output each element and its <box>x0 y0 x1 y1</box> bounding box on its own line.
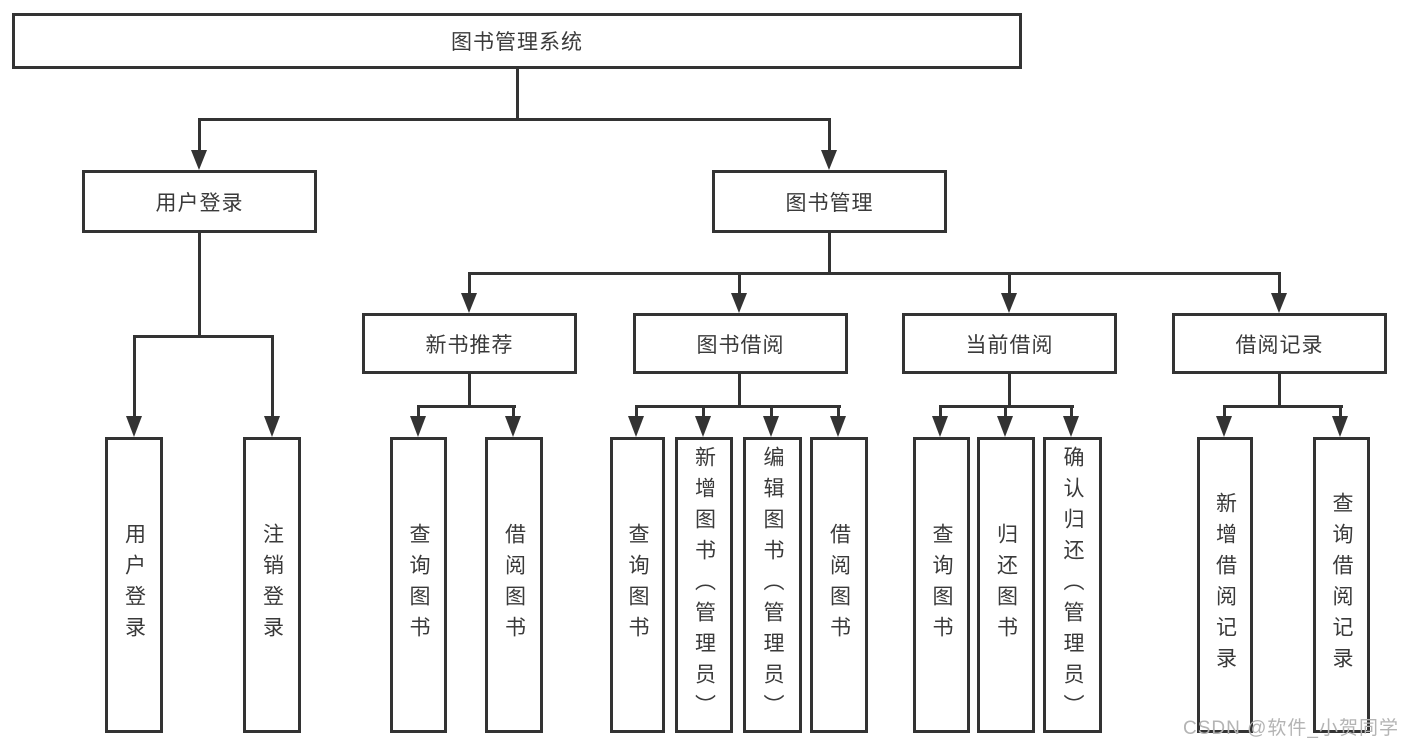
connector-level3-drop <box>1278 272 1281 296</box>
leaf-return-books-label: 归还图书 <box>994 523 1018 647</box>
leaf-query-books-recommend-label: 查询图书 <box>407 523 430 647</box>
leaf-query-borrow-record-label: 查询借阅记录 <box>1330 492 1353 678</box>
connector-level3-drop <box>468 272 471 296</box>
leaf-edit-books-admin-label: 编辑图书（管理员） <box>761 445 784 725</box>
arrowhead-book-borrowing <box>731 293 747 313</box>
leaf-logout-label: 注销登录 <box>260 523 284 647</box>
connector-book-management-split <box>468 272 1281 275</box>
connector-leaf-drop <box>939 405 942 418</box>
node-user-login: 用户登录 <box>82 170 317 233</box>
connector-book-management-stem <box>828 233 831 275</box>
connector-level3-drop <box>738 272 741 296</box>
connector-user-login-split <box>133 335 274 338</box>
connector-group-split <box>636 405 841 408</box>
arrowhead-leaf <box>505 416 521 437</box>
leaf-borrow-books-recommend: 借阅图书 <box>485 437 543 733</box>
node-current-borrowing: 当前借阅 <box>902 313 1117 374</box>
leaf-query-books-current: 查询图书 <box>913 437 970 733</box>
leaf-return-books: 归还图书 <box>977 437 1035 733</box>
leaf-query-books-current-label: 查询图书 <box>930 523 953 647</box>
arrowhead-leaf <box>997 416 1013 437</box>
connector-group-stem <box>1278 374 1281 408</box>
connector-leaf-drop <box>702 405 705 418</box>
arrowhead-leaf <box>264 416 280 437</box>
leaf-add-borrow-record-label: 新增借阅记录 <box>1213 492 1237 678</box>
node-user-login-label: 用户登录 <box>155 191 244 215</box>
leaf-add-borrow-record: 新增借阅记录 <box>1197 437 1253 733</box>
arrowhead-leaf <box>410 416 426 437</box>
arrowhead-current-borrowing <box>1001 293 1017 313</box>
arrowhead-leaf <box>628 416 644 437</box>
connector-group-stem <box>738 374 741 408</box>
node-current-borrowing-label: 当前借阅 <box>965 333 1054 357</box>
node-book-borrowing-label: 图书借阅 <box>696 333 785 357</box>
connector-level3-drop <box>1008 272 1011 296</box>
leaf-confirm-return-admin-label: 确认归还（管理员） <box>1061 445 1084 725</box>
node-new-book-recommendation-label: 新书推荐 <box>425 333 514 357</box>
leaf-add-books-admin: 新增图书（管理员） <box>675 437 733 733</box>
leaf-confirm-return-admin: 确认归还（管理员） <box>1043 437 1102 733</box>
leaf-query-borrow-record: 查询借阅记录 <box>1313 437 1370 733</box>
leaf-borrow-books: 借阅图书 <box>810 437 868 733</box>
connector-leaf-drop <box>1070 405 1073 418</box>
arrowhead-user-login <box>191 150 207 170</box>
node-new-book-recommendation: 新书推荐 <box>362 313 577 374</box>
connector-group-split <box>417 405 516 408</box>
connector-leaf-drop <box>417 405 420 418</box>
arrowhead-borrowing-records <box>1271 293 1287 313</box>
node-book-borrowing: 图书借阅 <box>633 313 848 374</box>
csdn-watermark: CSDN @软件_小贺同学 <box>1183 718 1399 739</box>
node-borrowing-records-label: 借阅记录 <box>1235 333 1324 357</box>
connector-user-login-drop <box>198 118 201 154</box>
leaf-logout: 注销登录 <box>243 437 301 733</box>
connector-leaf-drop <box>1223 405 1226 418</box>
leaf-borrow-books-recommend-label: 借阅图书 <box>502 523 526 647</box>
arrowhead-leaf <box>1332 416 1348 437</box>
leaf-borrow-books-label: 借阅图书 <box>827 523 851 647</box>
connector-leaf-drop <box>1339 405 1342 418</box>
connector-book-management-drop <box>828 118 831 154</box>
arrowhead-book-management <box>821 150 837 170</box>
arrowhead-leaf <box>763 416 779 437</box>
leaf-user-login: 用户登录 <box>105 437 163 733</box>
leaf-edit-books-admin: 编辑图书（管理员） <box>743 437 802 733</box>
connector-group-stem <box>468 374 471 408</box>
connector-group-split <box>940 405 1074 408</box>
leaf-query-books-borrowing: 查询图书 <box>610 437 665 733</box>
connector-group-split <box>1224 405 1343 408</box>
leaf-query-books-borrowing-label: 查询图书 <box>626 523 649 647</box>
arrowhead-leaf <box>695 416 711 437</box>
arrowhead-new-book-recommendation <box>461 293 477 313</box>
arrowhead-leaf <box>1216 416 1232 437</box>
connector-user-login-stem <box>198 233 201 338</box>
connector-leaf-drop <box>512 405 515 418</box>
node-root-label: 图书管理系统 <box>451 31 583 54</box>
node-book-management: 图书管理 <box>712 170 947 233</box>
arrowhead-leaf <box>830 416 846 437</box>
connector-leaf-drop <box>133 335 136 418</box>
node-book-management-label: 图书管理 <box>785 191 874 215</box>
node-root: 图书管理系统 <box>12 13 1022 69</box>
connector-group-stem <box>1008 374 1011 408</box>
connector-root-split <box>198 118 831 121</box>
connector-leaf-drop <box>271 335 274 418</box>
connector-leaf-drop <box>1004 405 1007 418</box>
arrowhead-leaf <box>1063 416 1079 437</box>
leaf-add-books-admin-label: 新增图书（管理员） <box>692 445 716 725</box>
leaf-user-login-label: 用户登录 <box>122 523 146 647</box>
arrowhead-leaf <box>932 416 948 437</box>
leaf-query-books-recommend: 查询图书 <box>390 437 447 733</box>
connector-root-stem <box>516 69 519 120</box>
arrowhead-leaf <box>126 416 142 437</box>
connector-leaf-drop <box>770 405 773 418</box>
connector-leaf-drop <box>837 405 840 418</box>
connector-leaf-drop <box>635 405 638 418</box>
node-borrowing-records: 借阅记录 <box>1172 313 1387 374</box>
